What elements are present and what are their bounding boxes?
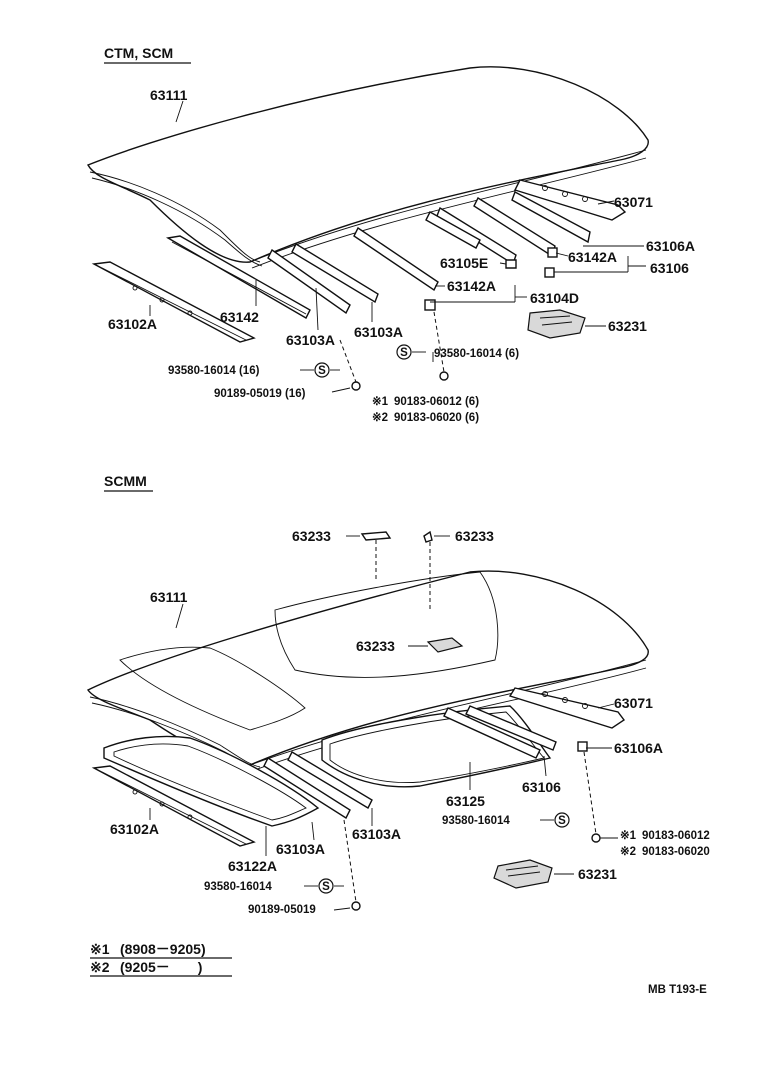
s-symbol-left: S	[314, 362, 330, 378]
label-63103A-a: 63103A	[276, 841, 325, 857]
leader-lines	[149, 535, 618, 911]
label-mark2: ※2	[620, 845, 636, 858]
label-screw-right: 93580-16014 (6)	[434, 348, 519, 360]
part-63233-c	[426, 637, 464, 653]
label-63233-c: 63233	[356, 638, 395, 654]
label-63071: 63071	[614, 194, 653, 210]
label-63125: 63125	[446, 793, 485, 809]
label-63103A-b: 63103A	[352, 826, 401, 842]
section-scmm: SCMM	[86, 473, 710, 916]
part-63233-a	[360, 531, 392, 541]
s-symbol-right: S	[554, 812, 570, 828]
label-63102A: 63102A	[110, 821, 159, 837]
legend-mark-1: ※1	[90, 941, 110, 957]
clip-63105E	[505, 259, 517, 269]
clip-icon	[351, 901, 361, 911]
legend-mark-2: ※2	[90, 959, 110, 975]
label-63233-b: 63233	[455, 528, 494, 544]
nut-icon	[439, 371, 449, 381]
svg-text:S: S	[558, 815, 566, 827]
part-63102A	[91, 261, 256, 343]
svg-text:S: S	[318, 365, 326, 377]
legend-text-1: (8908－9205)	[120, 941, 206, 957]
roof-bows	[263, 705, 557, 820]
label-nut2: 90183-06020 (6)	[394, 412, 479, 424]
label-63103A-a: 63103A	[286, 332, 335, 348]
label-63231: 63231	[608, 318, 647, 334]
clip-63106A	[577, 741, 588, 752]
leader-lines	[149, 100, 646, 393]
label-screw-left: 93580-16014 (16)	[168, 365, 260, 377]
label-63231: 63231	[578, 866, 617, 882]
label-63103A-b: 63103A	[354, 324, 403, 340]
label-63071: 63071	[614, 695, 653, 711]
label-clip-left: 90189-05019	[248, 904, 316, 916]
part-63102A	[91, 765, 256, 847]
nut-icon	[591, 833, 601, 843]
part-63231	[527, 309, 586, 339]
label-63122A: 63122A	[228, 858, 277, 874]
label-clip-left: 90189-05019 (16)	[214, 388, 306, 400]
label-screw-left: 93580-16014	[204, 881, 272, 893]
section-header: CTM, SCM	[104, 45, 173, 61]
diagram-code: MB T193-E	[648, 984, 707, 996]
label-nut1: 90183-06012 (6)	[394, 396, 479, 408]
label-63111: 63111	[150, 589, 188, 605]
s-symbol-right: S	[396, 344, 412, 360]
label-mark2: ※2	[372, 411, 388, 424]
clip-icon	[351, 381, 361, 391]
legend-text-2: (9205－ )	[120, 959, 202, 975]
label-63111: 63111	[150, 87, 188, 103]
clip-63142A-left	[424, 299, 436, 311]
label-63142A-right: 63142A	[568, 249, 617, 265]
label-screw-right: 93580-16014	[442, 815, 510, 827]
label-63105E: 63105E	[440, 255, 488, 271]
s-symbol-left: S	[318, 878, 334, 894]
section-ctm-scm: CTM, SCM	[87, 45, 695, 424]
label-63142: 63142	[220, 309, 259, 325]
clip-63106	[544, 267, 555, 278]
label-63106: 63106	[650, 260, 689, 276]
label-mark1: ※1	[620, 829, 637, 842]
label-nut1: 90183-06012	[642, 830, 710, 842]
part-63233-b	[423, 530, 433, 543]
label-63104D: 63104D	[530, 290, 579, 306]
clip-63142A-right	[547, 247, 558, 258]
label-mark1: ※1	[372, 395, 389, 408]
footnote-legend: ※1 (8908－9205) ※2 (9205－ )	[90, 941, 232, 977]
part-63122A	[103, 735, 320, 827]
label-63106A: 63106A	[646, 238, 695, 254]
part-63071	[508, 687, 626, 729]
part-63231	[493, 859, 553, 889]
label-63102A: 63102A	[108, 316, 157, 332]
svg-text:S: S	[400, 347, 408, 359]
label-nut2: 90183-06020	[642, 846, 710, 858]
svg-text:S: S	[322, 881, 330, 893]
label-63142A-left: 63142A	[447, 278, 496, 294]
part-63071	[514, 179, 627, 221]
section-header: SCMM	[104, 473, 147, 489]
label-63106: 63106	[522, 779, 561, 795]
label-63106A: 63106A	[614, 740, 663, 756]
label-63233-a: 63233	[292, 528, 331, 544]
